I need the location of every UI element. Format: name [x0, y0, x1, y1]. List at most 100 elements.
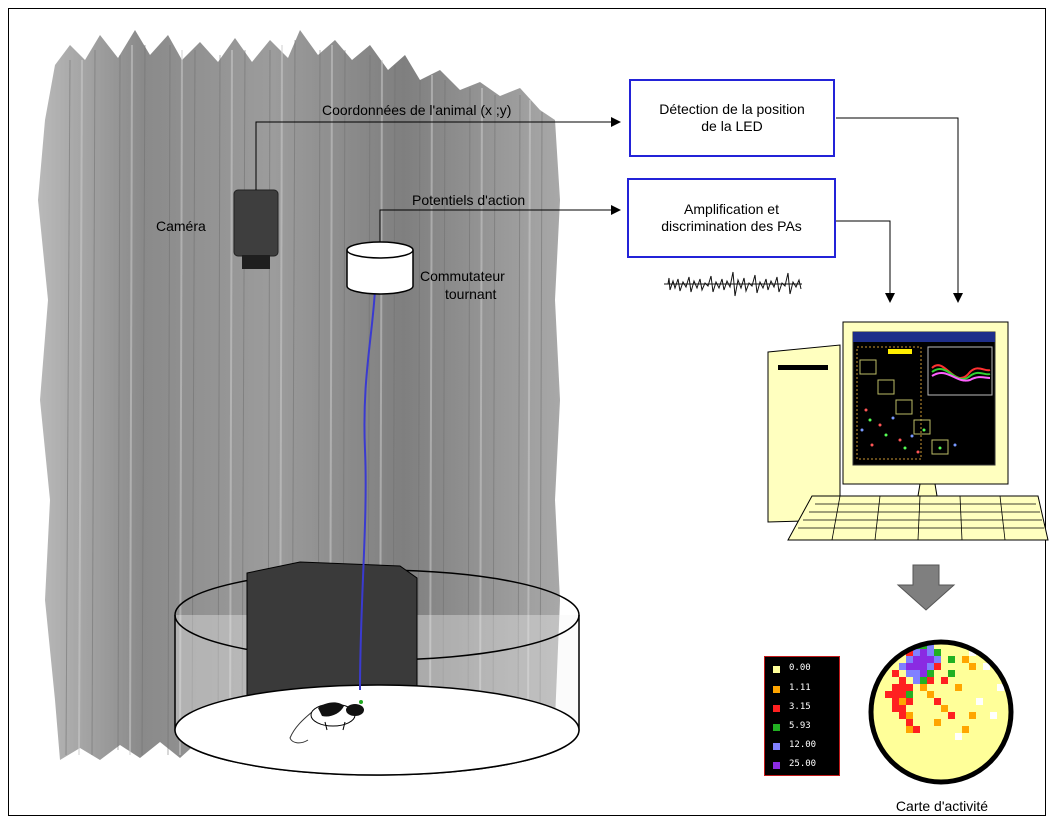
- curtain: [38, 30, 560, 760]
- detection-box-label: Détection de la position de la LED: [659, 101, 805, 134]
- activity-map-cell: [906, 670, 913, 677]
- activity-map-cell: [920, 677, 927, 684]
- activity-map-cell: [927, 656, 934, 663]
- legend-value: 3.15: [789, 702, 811, 712]
- map-caption: Carte d'activité: [895, 798, 989, 814]
- activity-map-cell: [920, 684, 927, 691]
- activity-map-cell: [927, 691, 934, 698]
- activity-map-cell: [899, 705, 906, 712]
- activity-map-cell: [906, 684, 913, 691]
- activity-map-cell: [920, 656, 927, 663]
- activity-map-cell: [934, 649, 941, 656]
- activity-map-cell: [934, 719, 941, 726]
- activity-map-cell: [976, 698, 983, 705]
- activity-map-cell: [948, 712, 955, 719]
- legend-entry: 5.93: [773, 721, 837, 734]
- activity-map-cell: [920, 670, 927, 677]
- activity-map-cell: [927, 663, 934, 670]
- activity-map-cell: [913, 649, 920, 656]
- legend-value: 0.00: [789, 663, 811, 673]
- camera-label: Caméra: [156, 218, 206, 234]
- monitor-screen-content: [856, 346, 993, 460]
- activity-map-cell: [899, 691, 906, 698]
- legend-entry: 1.11: [773, 683, 837, 696]
- legend-value: 25.00: [789, 759, 817, 769]
- activity-legend: 0.00 1.11 3.15 5.93 12.00 25.00: [764, 656, 840, 776]
- activity-map-cell: [892, 684, 899, 691]
- coords-label: Coordonnées de l'animal (x ;y): [322, 102, 512, 118]
- activity-map-cell: [906, 649, 913, 656]
- activity-map-cell: [969, 649, 976, 656]
- activity-map-cell: [892, 705, 899, 712]
- activity-map-cell: [913, 670, 920, 677]
- spike-trace: [664, 271, 802, 297]
- activity-map-cell: [913, 663, 920, 670]
- legend-entry: 25.00: [773, 759, 837, 772]
- activity-map-cell: [899, 698, 906, 705]
- activity-map-cell: [920, 663, 927, 670]
- computer-icon: [767, 321, 1049, 541]
- activity-map-cell: [906, 698, 913, 705]
- activity-map-cell: [913, 656, 920, 663]
- down-arrow-icon: [896, 564, 956, 611]
- activity-map-cell: [913, 677, 920, 684]
- detection-box: Détection de la position de la LED: [629, 79, 835, 157]
- potentials-label: Potentiels d'action: [412, 192, 526, 208]
- rat-icon: [289, 700, 364, 744]
- legend-entry: 12.00: [773, 740, 837, 753]
- activity-map-cell: [934, 656, 941, 663]
- activity-map-cell: [948, 656, 955, 663]
- legend-value: 1.11: [789, 683, 811, 693]
- legend-swatch: [773, 705, 780, 712]
- activity-map-cell: [927, 649, 934, 656]
- arena-icon: [174, 561, 580, 776]
- activity-map-cell: [899, 663, 906, 670]
- amplification-box: Amplification et discrimination des PAs: [627, 178, 836, 258]
- activity-map-cell: [941, 705, 948, 712]
- activity-map-cell: [927, 642, 934, 649]
- activity-map-cell: [913, 726, 920, 733]
- activity-map-cell: [906, 719, 913, 726]
- activity-map-cell: [906, 663, 913, 670]
- activity-map-cell: [899, 712, 906, 719]
- camera-icon: [233, 189, 279, 269]
- activity-map-cell: [892, 691, 899, 698]
- legend-swatch: [773, 762, 780, 769]
- activity-map-cell: [899, 677, 906, 684]
- activity-map-cell: [955, 733, 962, 740]
- activity-map-cell: [892, 670, 899, 677]
- activity-map-cell: [927, 670, 934, 677]
- activity-map-cell: [885, 691, 892, 698]
- legend-swatch: [773, 743, 780, 750]
- connection-arrows: [255, 117, 963, 303]
- activity-map-cell: [948, 670, 955, 677]
- diagram-frame: [8, 8, 1046, 816]
- activity-map-cell: [969, 663, 976, 670]
- amplification-box-label: Amplification et discrimination des PAs: [661, 201, 802, 234]
- activity-map-cell: [997, 684, 1004, 691]
- activity-map-cell: [906, 712, 913, 719]
- activity-map-cell: [927, 677, 934, 684]
- activity-map-cell: [934, 698, 941, 705]
- activity-map-cell: [906, 726, 913, 733]
- activity-map-cell: [941, 677, 948, 684]
- activity-map-cell: [906, 691, 913, 698]
- cable: [359, 289, 376, 691]
- activity-map-cell: [920, 649, 927, 656]
- legend-swatch: [773, 666, 780, 673]
- activity-map-cell: [983, 663, 990, 670]
- activity-map-cell: [892, 698, 899, 705]
- legend-entry: 0.00: [773, 663, 837, 676]
- commutator-icon: [346, 241, 414, 295]
- activity-map-cell: [962, 726, 969, 733]
- activity-map-cell: [934, 663, 941, 670]
- commutator-label-line2: tournant: [445, 286, 497, 302]
- activity-map-icon: [868, 639, 1014, 785]
- legend-entry: 3.15: [773, 702, 837, 715]
- activity-map-cell: [955, 684, 962, 691]
- legend-swatch: [773, 686, 780, 693]
- activity-map-cell: [899, 684, 906, 691]
- commutator-label-line1: Commutateur: [420, 268, 505, 284]
